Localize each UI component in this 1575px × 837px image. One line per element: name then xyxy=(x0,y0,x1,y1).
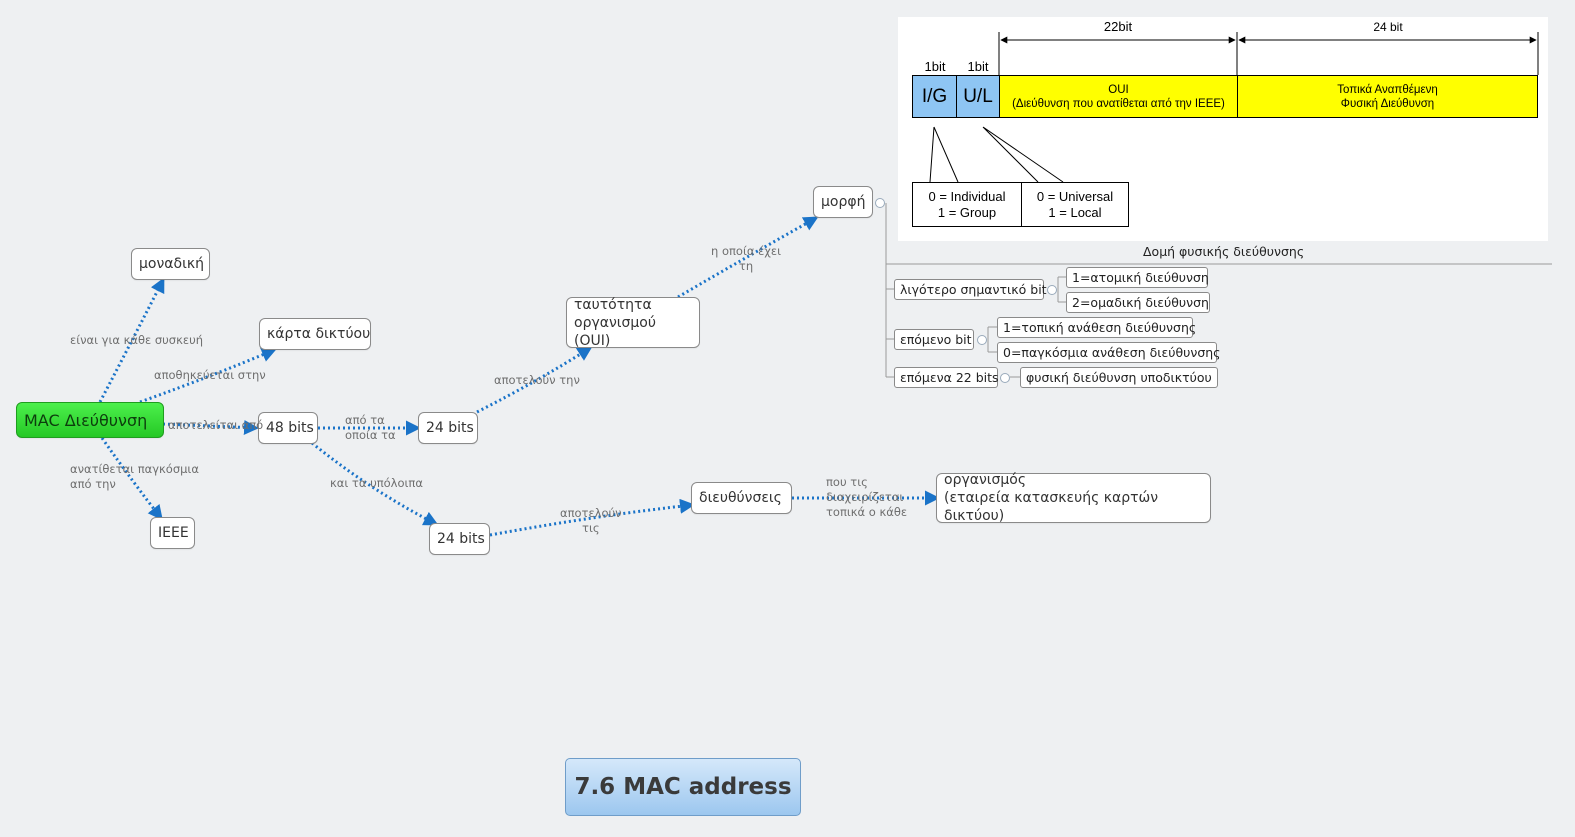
edge-label-nic: αποθηκεύεται στην xyxy=(154,368,266,382)
node-form[interactable]: μορφή xyxy=(813,186,873,218)
node-lsb[interactable]: λιγότερο σημαντικό bit xyxy=(894,279,1047,300)
node-next-22-bits[interactable]: επόμενα 22 bits xyxy=(894,367,999,388)
edge-label-oui: αποτελούν την xyxy=(494,373,580,387)
edge-label-bits48: αποτελείται από xyxy=(168,418,264,432)
image-caption: Δομή φυσικής διεύθυνσης xyxy=(1143,244,1305,259)
ul-cell: U/L xyxy=(956,75,1000,118)
map-title[interactable]: 7.6 MAC address xyxy=(565,758,801,816)
oui-bits-label: 22bit xyxy=(1103,19,1133,34)
edge-form xyxy=(677,216,819,299)
edge-label-form: η οποία έχει τη xyxy=(711,244,782,273)
node-oui[interactable]: ταυτότητα οργανισμού (OUI) xyxy=(566,297,700,349)
ul-legend-box: 0 = Universal 1 = Local xyxy=(1021,182,1129,227)
edge-label-ieee: ανατίθεται παγκόσμια από την xyxy=(70,462,199,491)
edge-unique xyxy=(98,277,165,403)
edge-bits48 xyxy=(162,419,259,435)
node-lsb-individual[interactable]: 1=ατομική διεύθυνση xyxy=(1066,267,1209,288)
edge-label-unique: είναι για κάθε συσκευή xyxy=(70,333,204,347)
node-next-bit[interactable]: επόμενο bit xyxy=(894,329,974,350)
node-48-bits[interactable]: 48 bits xyxy=(258,412,318,444)
collapse-form-icon[interactable] xyxy=(875,198,885,208)
node-next-bit-local[interactable]: 1=τοπική ανάθεση διεύθυνσης xyxy=(997,317,1196,338)
edge-label-bits24a: από τα οποία τα xyxy=(345,413,396,442)
node-organization[interactable]: οργανισμός (εταιρεία κατασκευής καρτών δ… xyxy=(936,472,1211,524)
node-unique[interactable]: μοναδική xyxy=(131,248,210,280)
ig-legend-box: 0 = Individual 1 = Group xyxy=(912,182,1022,227)
edge-bits24b xyxy=(311,441,439,526)
edge-nic xyxy=(139,347,277,404)
node-subnet-address[interactable]: φυσική διεύθυνση υποδικτύου xyxy=(1020,367,1218,388)
node-network-card[interactable]: κάρτα δικτύου xyxy=(259,318,371,350)
mac-structure-image: 22bit 24 bit 1bit 1bit I/G U/L OUI (Διεύ… xyxy=(898,17,1548,241)
local-bits-label: 24 bit xyxy=(1373,20,1403,34)
edge-label-org: που τις διαχειρίζεται τοπικά ο κάθε xyxy=(826,475,908,519)
collapse-next-bit-icon[interactable] xyxy=(977,335,987,345)
collapse-next22-icon[interactable] xyxy=(1000,373,1010,383)
edge-ieee xyxy=(100,437,163,521)
collapse-lsb-icon[interactable] xyxy=(1047,285,1057,295)
node-next-bit-global[interactable]: 0=παγκόσμια ανάθεση διεύθυνσης xyxy=(997,342,1221,363)
ig-bits-label: 1bit xyxy=(924,59,946,74)
ig-cell: I/G xyxy=(912,75,957,118)
mac-structure-lines xyxy=(929,32,1539,183)
edge-label-bits24b: και τα υπόλοιπα xyxy=(330,476,423,490)
edge-addresses xyxy=(489,498,695,537)
root-node-mac-address[interactable]: MAC Διεύθυνση xyxy=(16,402,164,438)
ul-bits-label: 1bit xyxy=(967,59,989,74)
edge-label-addresses: αποτελούν τις xyxy=(560,506,622,535)
oui-cell: OUI (Διεύθυνση που ανατίθεται από την IE… xyxy=(999,75,1238,118)
node-24-bits-oui[interactable]: 24 bits xyxy=(418,412,478,444)
edge-oui xyxy=(476,346,593,414)
node-ieee[interactable]: IEEE xyxy=(150,517,195,549)
node-addresses[interactable]: διευθύνσεις xyxy=(691,482,792,514)
local-cell: Τοπικά Αναπθέμενη Φυσική Διεύθυνση xyxy=(1237,75,1538,118)
node-lsb-group[interactable]: 2=ομαδική διεύθυνση xyxy=(1066,292,1210,313)
node-24-bits-local[interactable]: 24 bits xyxy=(429,523,490,555)
